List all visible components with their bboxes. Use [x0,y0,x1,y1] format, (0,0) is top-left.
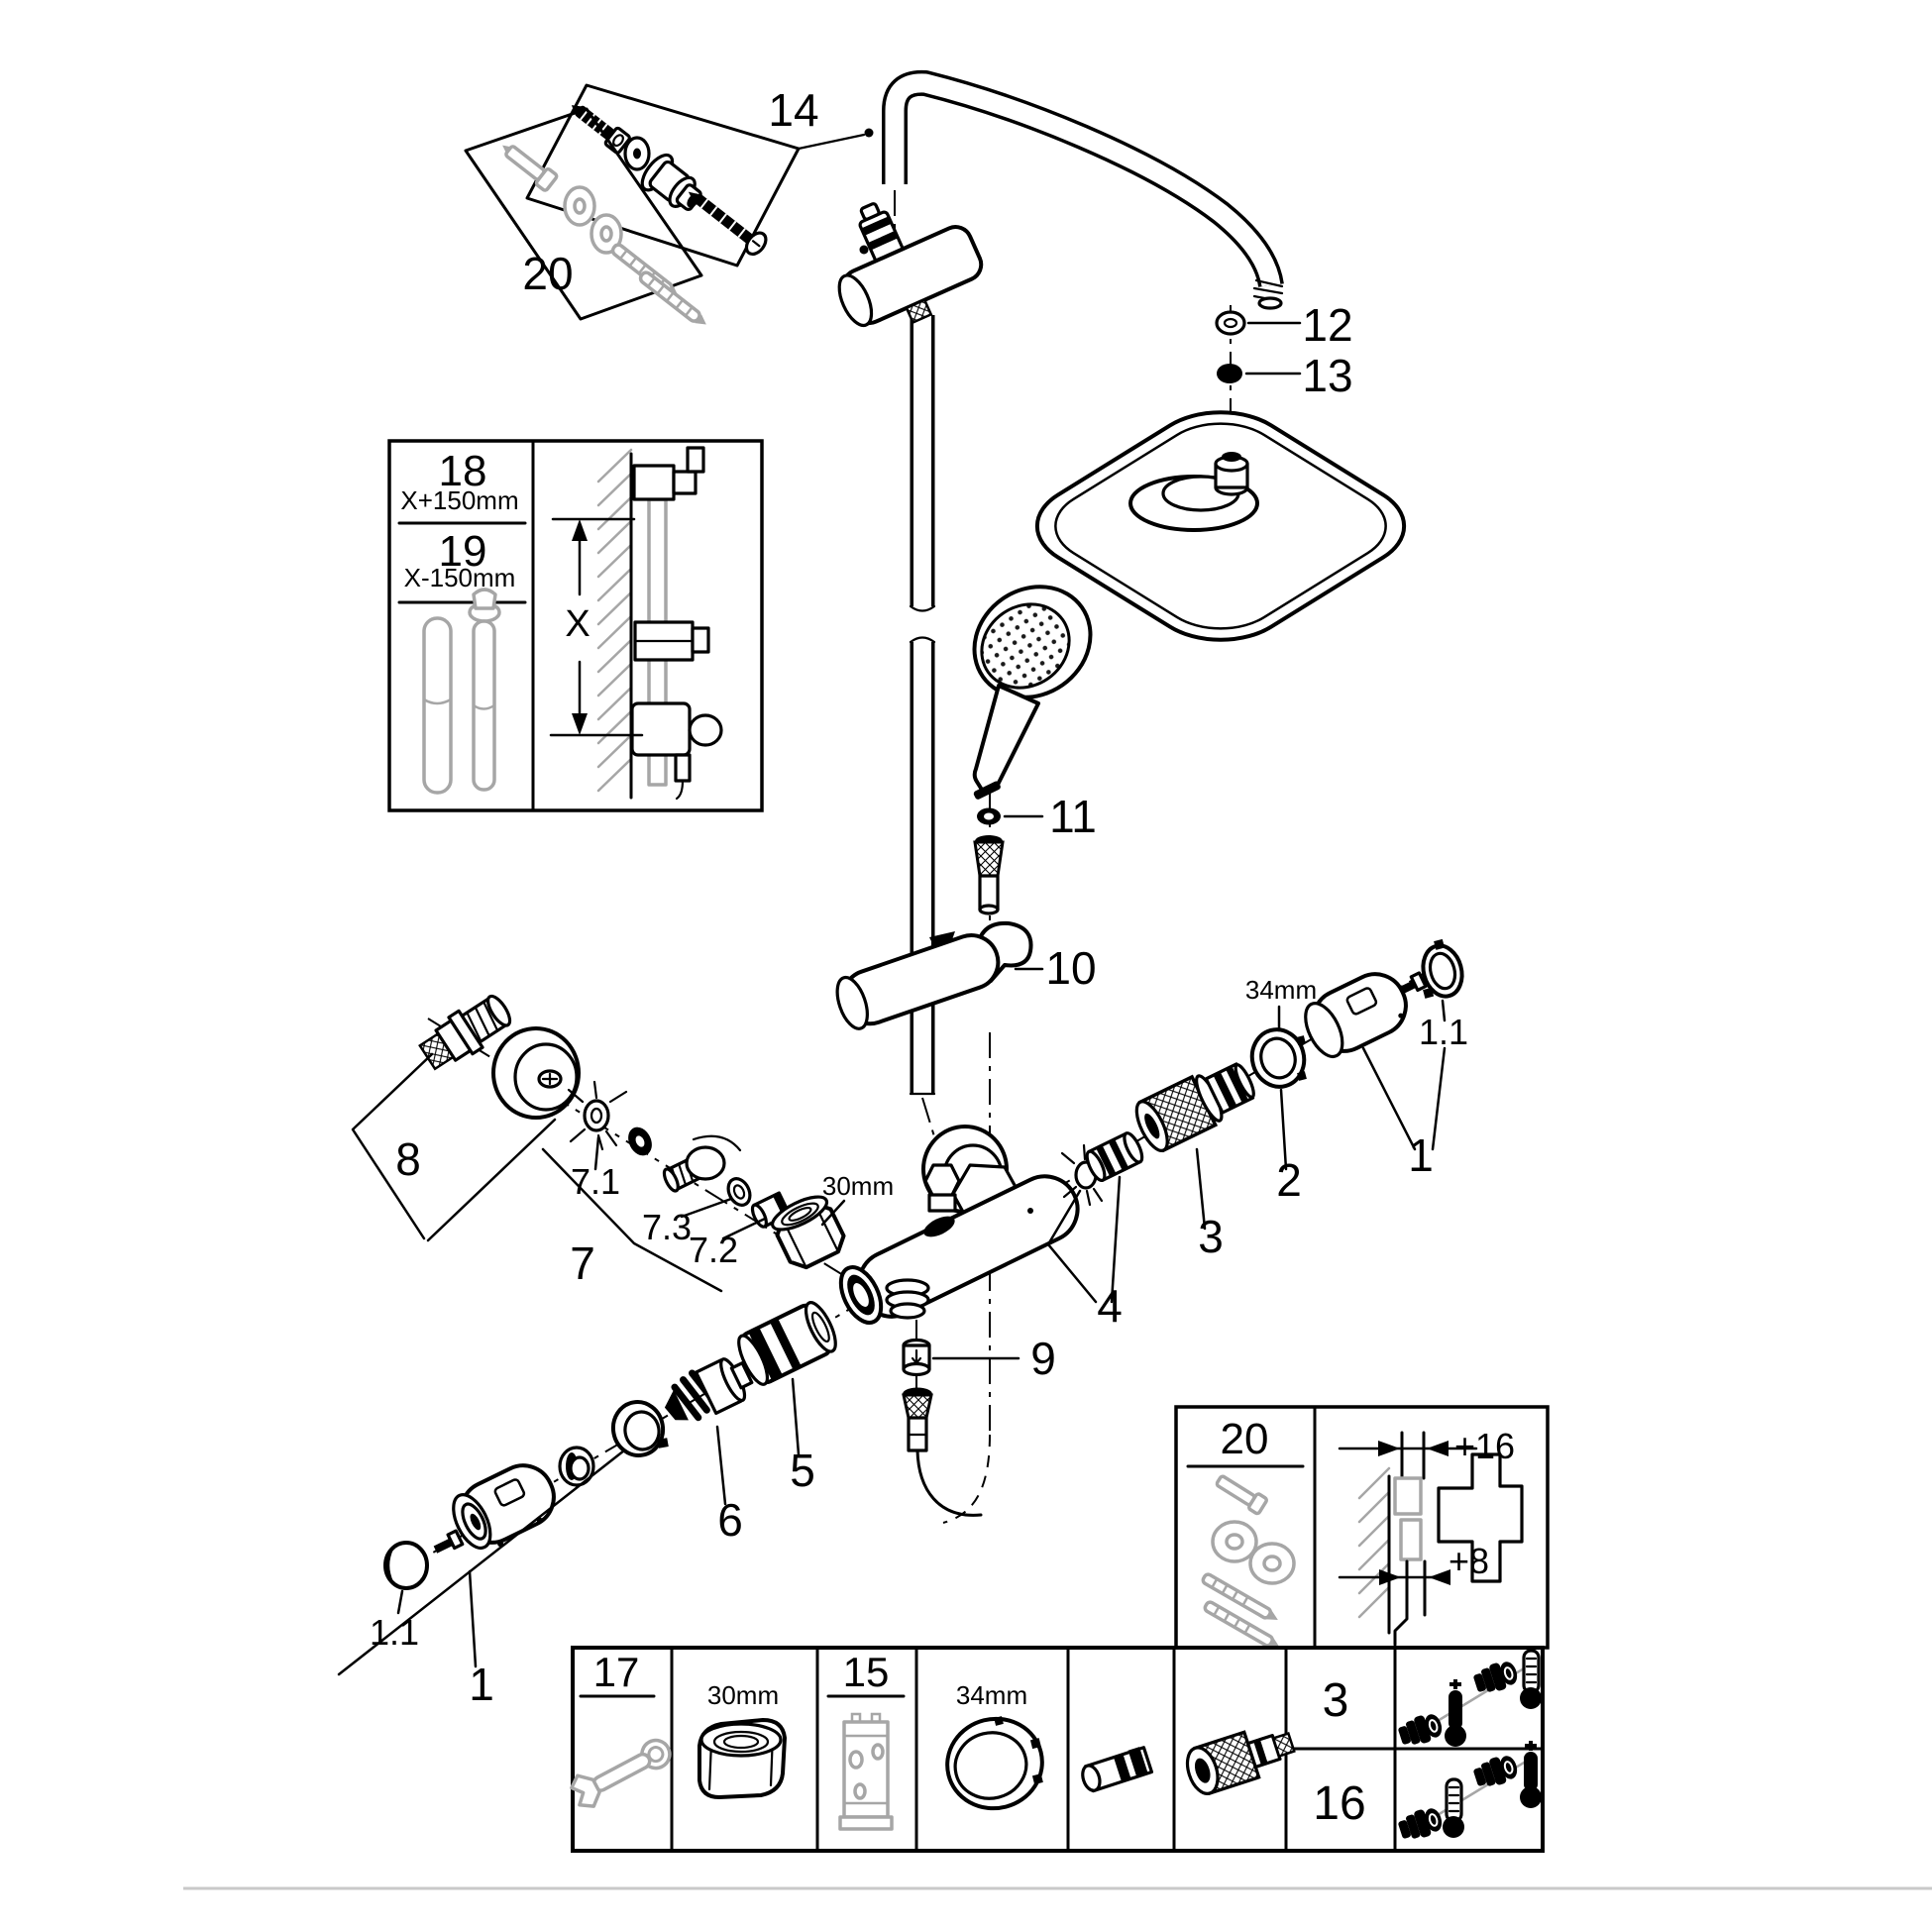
part-18-label: 18 [439,447,487,495]
nut-cell-size: 30mm [707,1680,779,1710]
callout-73-label: 7.3 [642,1207,692,1247]
row-16-label: 16 [1313,1777,1365,1830]
long-screw-icon [688,191,768,257]
callout-20-label: 20 [522,248,573,299]
cartridge-6: 6 [664,1357,754,1546]
hand-shower [972,585,1093,800]
union-8-group: 8 [351,994,581,1242]
thermo-cartridge-3: 3 [1134,1062,1255,1262]
thermostat-valve [838,1125,1080,1325]
rail-variant-icons [422,588,501,795]
arm-seal-13: 13 [1217,350,1353,401]
thermometer-hot-icon [1520,1741,1542,1808]
x-dimension-diagram: X [549,446,723,801]
service-table: 17 30mm 15 34mm [570,1646,1545,1853]
wall-plug2-icon [638,270,706,325]
shower-arm [882,69,1284,310]
elbow-fitting [662,1134,742,1193]
ring-34-icon [945,1716,1044,1811]
callout-7-label: 7 [570,1237,595,1289]
thermometer-hot-icon [1445,1679,1466,1747]
row-16-icons [1398,1741,1542,1839]
callout-13-label: 13 [1302,350,1352,401]
cell-17-label: 17 [593,1649,640,1695]
mounting-hardware-14: 14 [525,83,819,268]
check-valve-4: 4 [1046,1131,1144,1332]
nut-30-icon [698,1718,787,1799]
callout-12-label: 12 [1302,299,1352,351]
callout-11-label: 11 [1049,791,1097,842]
callout-1l-label: 1 [469,1659,494,1710]
length-inset-box: 18 X+150mm 19 X-150mm [387,439,764,812]
stop-ring-2: 34mm 2 [1245,975,1317,1206]
shower-hose [902,1387,983,1517]
callout-8-label: 8 [395,1133,421,1185]
row-3-label: 3 [1323,1674,1349,1727]
thermometer-scale-icon [1443,1777,1464,1838]
ring-size-label: 34mm [1245,975,1317,1005]
connection-7-group: 7.1 7.3 7.2 7 30mm [541,1080,894,1293]
callout-2-label: 2 [1276,1154,1302,1206]
depth-diagram: +16 +8 [1338,1426,1524,1647]
part-18-dim: X+150mm [400,485,518,515]
thermometer-scale-icon [1520,1649,1542,1709]
callout-72-label: 7.2 [689,1230,738,1270]
callout-11l-label: 1.1 [370,1612,419,1653]
gray-screw-icon [502,145,559,192]
callout-11r-label: 1.1 [1419,1012,1468,1052]
grip-handle-left-group: 1.1 1 [337,1400,669,1710]
port-hex-nut [923,1163,961,1199]
grub-screw-icon [1398,1808,1443,1839]
fastener-icons-gray [1201,1474,1296,1648]
handle-screw-left-icon [433,1529,465,1554]
grub-screw-icon [1398,1714,1443,1745]
rail-holder: 10 [835,920,1097,1030]
x-dim-label: X [565,603,590,645]
handle-screw-icon [1398,971,1428,995]
cell-15-label: 15 [843,1649,890,1695]
callout-4-label: 4 [1097,1280,1123,1332]
part-19-dim: X-150mm [404,563,516,592]
ring-cell-size: 34mm [956,1680,1027,1710]
callout-1r-label: 1 [1408,1129,1434,1181]
hand-seal-11: 11 [977,791,1097,842]
hose-connector [973,835,1005,915]
gap-16-label: +16 [1454,1426,1515,1466]
callout-14-label: 14 [768,84,818,136]
part-19-label: 19 [439,527,487,576]
outlet-adapter-9: 9 [902,1333,1056,1384]
head-shower [1008,394,1434,659]
callout-3-label: 3 [1198,1211,1224,1262]
callout-10-label: 10 [1045,942,1096,994]
grip-handle-right: 1.1 1 [1304,938,1468,1181]
star-washer-71 [567,1080,628,1151]
callout-71-label: 7.1 [571,1161,620,1202]
gap-8-label: +8 [1449,1541,1489,1581]
callout-9-label: 9 [1030,1333,1056,1384]
grub-screw-icon [1473,1662,1518,1692]
slide-rail [909,315,936,1096]
accessory-hardware-20: 20 [464,107,706,325]
row-3-icons [1398,1649,1542,1747]
depth-part-label: 20 [1221,1415,1269,1463]
connector-part-icon [1185,1730,1296,1795]
nut-size-label: 30mm [822,1171,894,1201]
cap-icon [383,1541,429,1590]
tee-fitting [837,202,984,328]
callout-6-label: 6 [717,1494,743,1546]
wrench-icon [570,1738,672,1808]
arm-washer-12: 12 [1215,299,1353,351]
mounting-tool-icon [838,1712,894,1831]
depth-inset-box: 20 [1174,1405,1550,1650]
sleeve-5: 5 [737,1301,837,1496]
callout-5-label: 5 [790,1445,815,1496]
grub-screw-icon [1473,1756,1518,1786]
small-adapter-icon [1081,1746,1154,1793]
